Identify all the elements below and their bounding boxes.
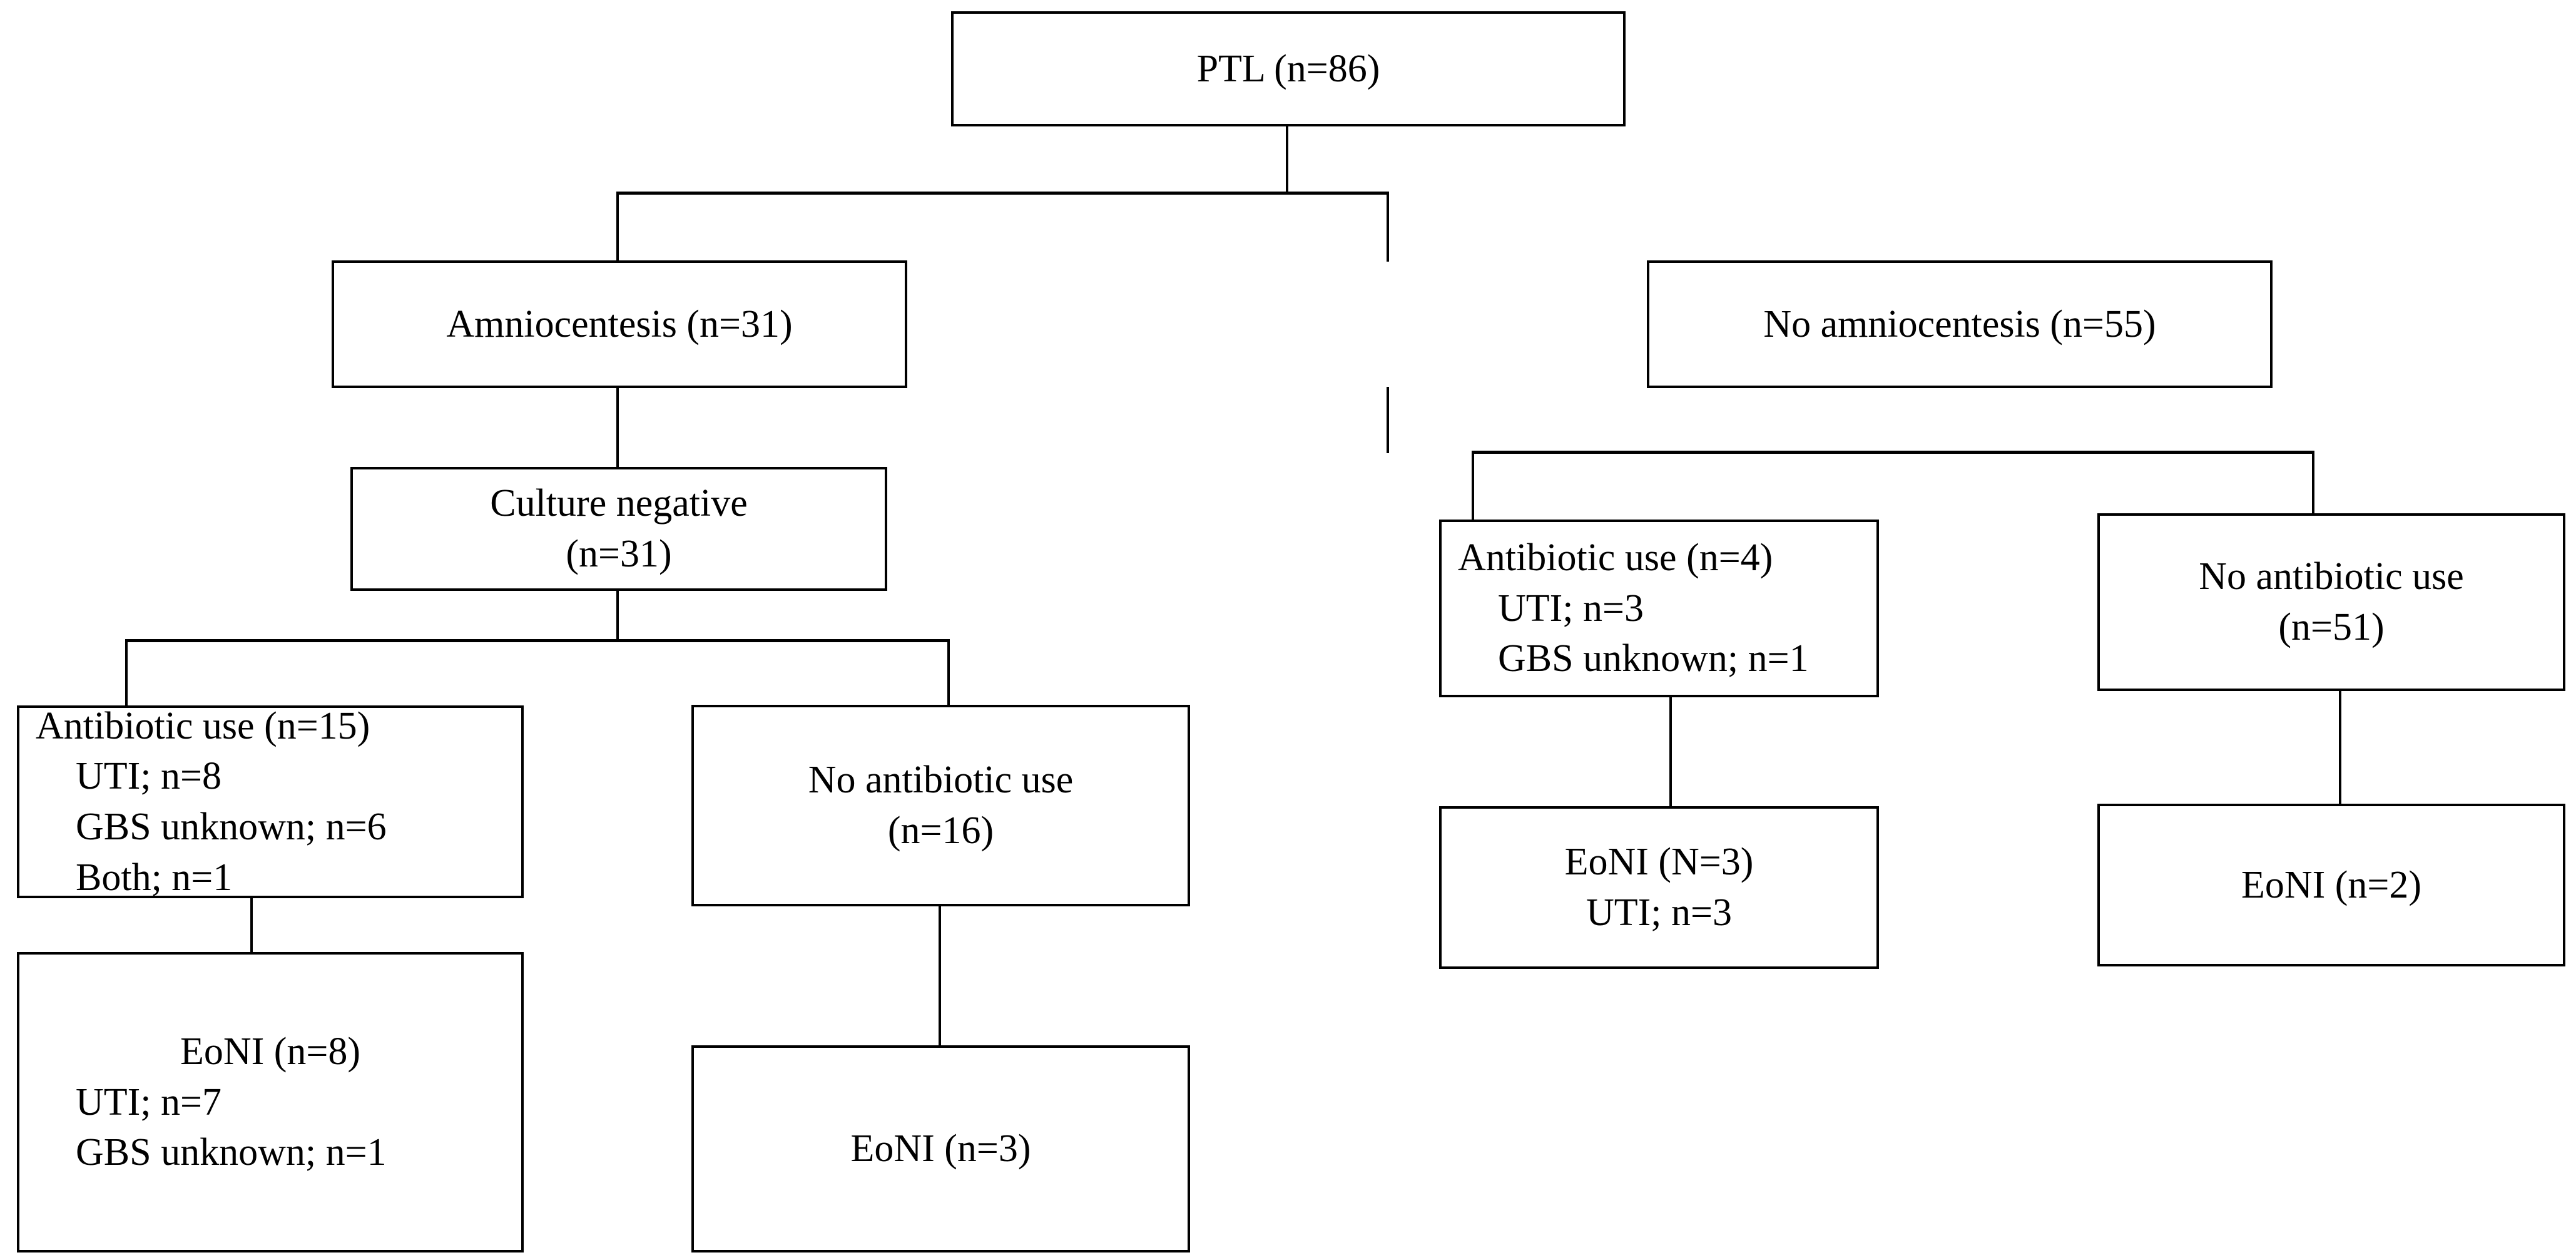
node-no-antibiotic-use-51-line-0: No antibiotic use [2199,555,2464,598]
connector-noabx16-to-eoni3 [939,906,941,1047]
node-antibiotic-use-15-line-0: Antibiotic use (n=15) [36,704,370,747]
node-ptl-line-0: PTL (n=86) [1196,47,1380,90]
connector-culture-trunk [616,590,619,642]
node-eoni-8[interactable]: EoNI (n=8) UTI; n=7 GBS unknown; n=1 [17,952,524,1252]
node-no-antibiotic-use-51[interactable]: No antibiotic use (n=51) [2097,513,2565,691]
node-amniocentesis-line-0: Amniocentesis (n=31) [446,302,793,346]
node-no-antibiotic-use-16-line-1: (n=16) [887,809,994,852]
node-eoni-N3[interactable]: EoNI (N=3) UTI; n=3 [1439,806,1879,969]
node-amniocentesis[interactable]: Amniocentesis (n=31) [332,260,907,388]
node-no-antibiotic-use-16-line-0: No antibiotic use [808,759,1074,802]
node-eoni-2-line-0: EoNI (n=2) [2241,863,2422,906]
node-culture-negative-line-0: Culture negative [490,482,748,525]
node-antibiotic-use-15-line-3: Both; n=1 [76,856,233,899]
connector-culture-bus [125,639,950,642]
connector-amnio-to-culture [616,387,619,468]
node-eoni-N3-line-1: UTI; n=3 [1586,891,1732,934]
connector-abx4-to-eoniN3 [1669,696,1672,807]
connector-noamnio-trunk [1387,387,1389,453]
node-eoni-8-line-0: EoNI (n=8) [180,1030,361,1073]
connector-to-abx4 [1472,451,1474,521]
node-eoni-3-left-line-0: EoNI (n=3) [850,1127,1031,1170]
node-antibiotic-use-15-line-2: GBS unknown; n=6 [76,806,387,848]
node-antibiotic-use-15[interactable]: Antibiotic use (n=15) UTI; n=8 GBS unkno… [17,705,524,899]
connector-abx15-to-eoni8 [250,896,253,953]
node-eoni-3-left[interactable]: EoNI (n=3) [691,1045,1190,1252]
connector-to-no-amniocentesis [1387,192,1389,262]
connector-ptl-trunk [1286,125,1288,194]
connector-noabx51-to-eoni2 [2339,690,2341,805]
node-ptl[interactable]: PTL (n=86) [951,11,1626,126]
node-culture-negative-line-1: (n=31) [566,533,672,575]
node-no-amniocentesis-line-0: No amniocentesis (n=55) [1763,302,2156,346]
connector-to-no-abx16 [947,639,950,707]
connector-level1-bus [616,192,1389,195]
node-eoni-8-line-2: GBS unknown; n=1 [76,1131,387,1174]
node-no-amniocentesis[interactable]: No amniocentesis (n=55) [1647,260,2273,388]
connector-to-no-abx51 [2312,451,2314,515]
node-eoni-N3-line-0: EoNI (N=3) [1564,841,1754,884]
node-no-antibiotic-use-16[interactable]: No antibiotic use (n=16) [691,705,1190,906]
node-antibiotic-use-4-line-0: Antibiotic use (n=4) [1458,536,1773,580]
node-no-antibiotic-use-51-line-1: (n=51) [2278,606,2385,648]
node-antibiotic-use-15-line-1: UTI; n=8 [76,755,221,798]
node-antibiotic-use-4[interactable]: Antibiotic use (n=4) UTI; n=3 GBS unknow… [1439,520,1879,697]
node-antibiotic-use-4-line-1: UTI; n=3 [1498,586,1644,630]
node-antibiotic-use-4-line-2: GBS unknown; n=1 [1498,637,1809,680]
connector-to-amniocentesis [616,192,619,262]
node-eoni-8-line-1: UTI; n=7 [76,1080,221,1124]
node-eoni-2[interactable]: EoNI (n=2) [2097,804,2565,966]
connector-to-abx15 [125,639,128,707]
connector-noamnio-bus [1472,451,2314,454]
node-culture-negative[interactable]: Culture negative (n=31) [350,467,887,591]
